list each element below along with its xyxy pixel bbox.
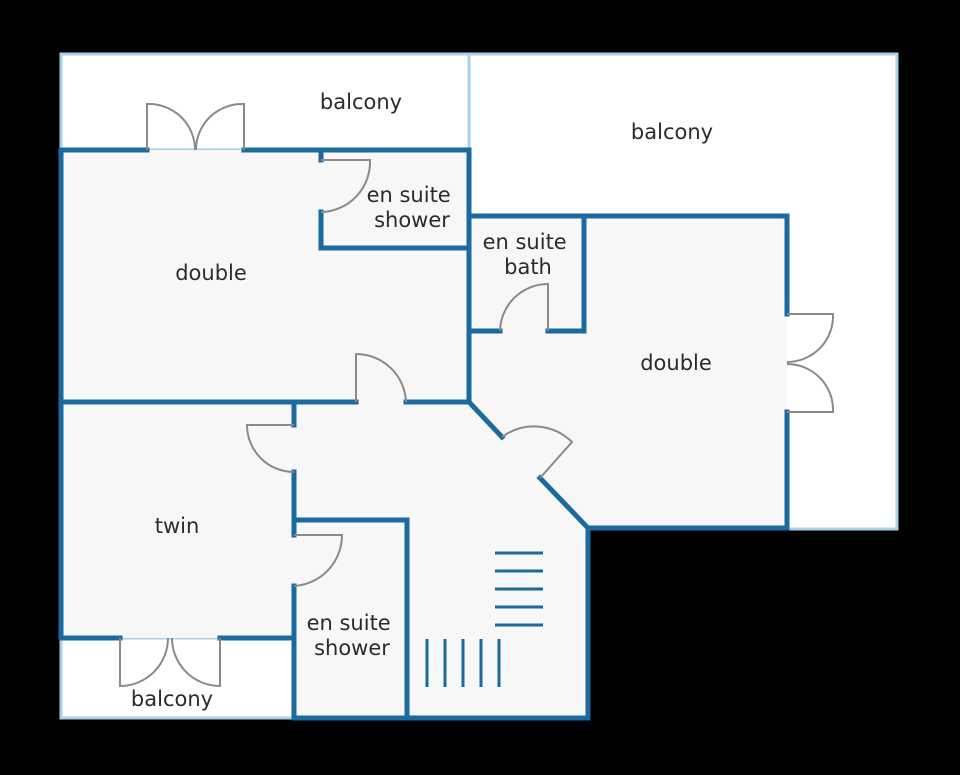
label-double-right: double — [640, 351, 712, 375]
walls — [58, 147, 790, 721]
door-double-left — [355, 352, 407, 403]
double-left-room — [61, 150, 469, 402]
label-balcony-top-right: balcony — [631, 120, 713, 144]
label-balcony-bottom: balcony — [131, 687, 213, 711]
label-twin: twin — [155, 514, 200, 538]
label-double-left: double — [175, 261, 247, 285]
double-right-room — [469, 330, 787, 528]
label-en-suite-shower-bottom-line2: shower — [314, 636, 390, 660]
stairs — [425, 551, 543, 687]
label-en-suite-bath-line2: bath — [504, 255, 552, 279]
doors — [119, 102, 835, 688]
door-double-right — [501, 425, 574, 479]
door-en-suite-shower-bottom — [293, 534, 344, 587]
door-twin — [245, 424, 295, 473]
hallway — [294, 402, 588, 718]
label-en-suite-shower-top: en suite shower — [367, 183, 458, 232]
label-en-suite-shower-top-line2: shower — [374, 208, 450, 232]
label-en-suite-bath: en suite bath — [483, 230, 574, 279]
door-en-suite-shower-top — [320, 159, 372, 213]
label-en-suite-bath-line1: en suite — [483, 230, 567, 254]
room-labels: balcony balcony en suite shower double e… — [131, 90, 713, 711]
door-balcony-top — [146, 102, 245, 151]
door-balcony-bottom — [119, 637, 221, 688]
label-balcony-top-left: balcony — [320, 90, 402, 114]
room-interiors — [61, 150, 787, 718]
door-en-suite-bath — [499, 282, 549, 332]
balcony-top-left-area — [59, 52, 471, 152]
label-en-suite-shower-bottom: en suite shower — [307, 611, 398, 660]
door-balcony-right — [786, 313, 835, 413]
label-en-suite-shower-top-line1: en suite — [367, 183, 451, 207]
label-en-suite-shower-bottom-line1: en suite — [307, 611, 391, 635]
twin-room — [61, 402, 294, 638]
